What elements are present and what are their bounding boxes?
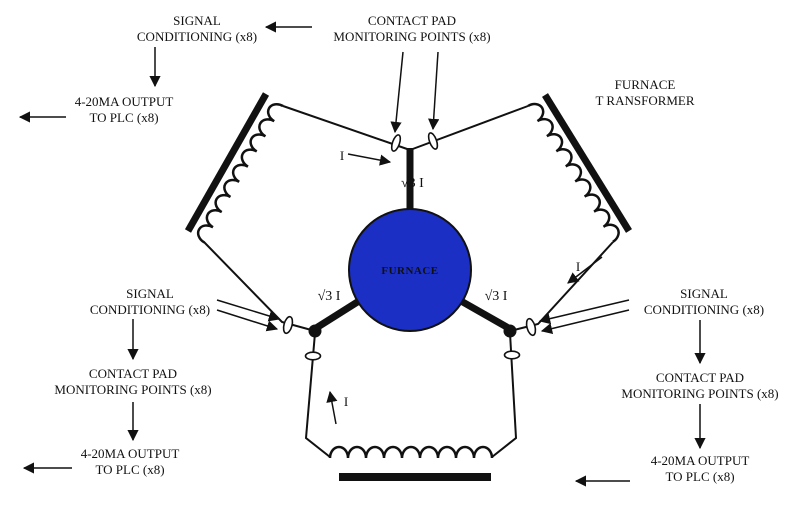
label-left-contact-pad: CONTACT PAD MONITORING POINTS (x8) (54, 366, 211, 397)
current-label-top: I (340, 148, 344, 163)
label-line: CONTACT PAD (88, 366, 178, 381)
arrow-current-bottom (326, 390, 338, 425)
transformer-bottom (328, 445, 494, 481)
label-line: CONDITIONING (x8) (643, 301, 765, 317)
wire-left-to-bottom-coil (304, 332, 331, 458)
label-furnace-transformer: FURNACE T RANSFORMER (595, 77, 694, 108)
leg-right (459, 297, 514, 334)
leg-left (311, 298, 361, 333)
wire-top-right-branch (409, 105, 529, 151)
arrow-current-top (347, 153, 392, 166)
label-line: CONDITIONING (x8) (136, 28, 258, 44)
label-line: MONITORING POINTS (x8) (54, 381, 212, 397)
wire-left-down (203, 241, 316, 332)
label-line: SIGNAL (680, 286, 728, 301)
label-line: TO PLC (x8) (665, 468, 735, 484)
contact-pad-left-in (282, 315, 294, 335)
label-line: 4-20MA OUTPUT (74, 94, 174, 109)
arrow-contact-top-2 (428, 51, 440, 131)
core-bar-upper-left (184, 92, 270, 233)
node-left (308, 324, 322, 338)
wire-top-left-branch (282, 105, 411, 151)
furnace-legs (311, 148, 514, 334)
coil-upper-left (196, 103, 284, 244)
contact-pad-top-left (390, 134, 402, 152)
label-right-contact-pad: CONTACT PAD MONITORING POINTS (x8) (621, 370, 778, 401)
furnace-circle (348, 208, 472, 332)
coil-bottom (328, 445, 494, 459)
arrow-right-signal-2 (540, 309, 630, 335)
label-line: TO PLC (x8) (95, 461, 165, 477)
sqrt3i-label-right: √3 I (485, 289, 508, 304)
wire-right-down (509, 241, 614, 332)
transformer-upper-right (527, 93, 632, 243)
label-line: 4-20MA OUTPUT (80, 446, 180, 461)
sqrt3i-label-top: √3 I (401, 176, 424, 191)
sqrt3i-label-left: √3 I (318, 289, 341, 304)
node-right (503, 324, 517, 338)
current-label-right: I (576, 259, 580, 274)
contact-pad-left-down (304, 351, 322, 361)
label-left-output: 4-20MA OUTPUT TO PLC (x8) (81, 446, 180, 477)
contact-pad-right-in (525, 317, 537, 337)
wire-right-to-bottom-coil (491, 332, 518, 458)
coil-upper-right (527, 102, 620, 243)
label-line: T RANSFORMER (595, 92, 695, 108)
label-line: CONDITIONING (x8) (89, 301, 211, 317)
core-bar-upper-right (542, 93, 632, 233)
label-top-left-signal-conditioning: SIGNAL CONDITIONING (x8) (137, 13, 257, 44)
label-line: MONITORING POINTS (x8) (333, 28, 491, 44)
arrow-right-signal-1 (538, 299, 630, 325)
monitoring-points (282, 132, 537, 361)
arrow-contact-top-1 (390, 51, 404, 134)
transformer-upper-left (184, 92, 284, 244)
label-top-left-output: 4-20MA OUTPUT TO PLC (x8) (75, 94, 174, 125)
label-line: SIGNAL (173, 13, 221, 28)
label-line: MONITORING POINTS (x8) (621, 385, 779, 401)
annotation-arrows (18, 21, 706, 487)
label-line: TO PLC (x8) (89, 109, 159, 125)
label-line: 4-20MA OUTPUT (650, 453, 750, 468)
current-label-bottom: I (344, 394, 348, 409)
label-right-output: 4-20MA OUTPUT TO PLC (x8) (651, 453, 750, 484)
label-line: FURNACE (614, 77, 676, 92)
arrow-left-signal-1 (216, 299, 281, 322)
label-right-signal-conditioning: SIGNAL CONDITIONING (x8) (644, 286, 764, 317)
label-line: CONTACT PAD (655, 370, 745, 385)
arrow-current-right (567, 256, 603, 284)
arrow-left-signal-2 (216, 309, 279, 332)
contact-pad-top-right (427, 132, 439, 150)
label-left-signal-conditioning: SIGNAL CONDITIONING (x8) (90, 286, 210, 317)
label-line: SIGNAL (126, 286, 174, 301)
label-line: CONTACT PAD (367, 13, 457, 28)
label-top-center-contact-pad: CONTACT PAD MONITORING POINTS (x8) (333, 13, 490, 44)
contact-pad-right-down (503, 350, 521, 360)
furnace-label: FURNACE (381, 265, 438, 277)
